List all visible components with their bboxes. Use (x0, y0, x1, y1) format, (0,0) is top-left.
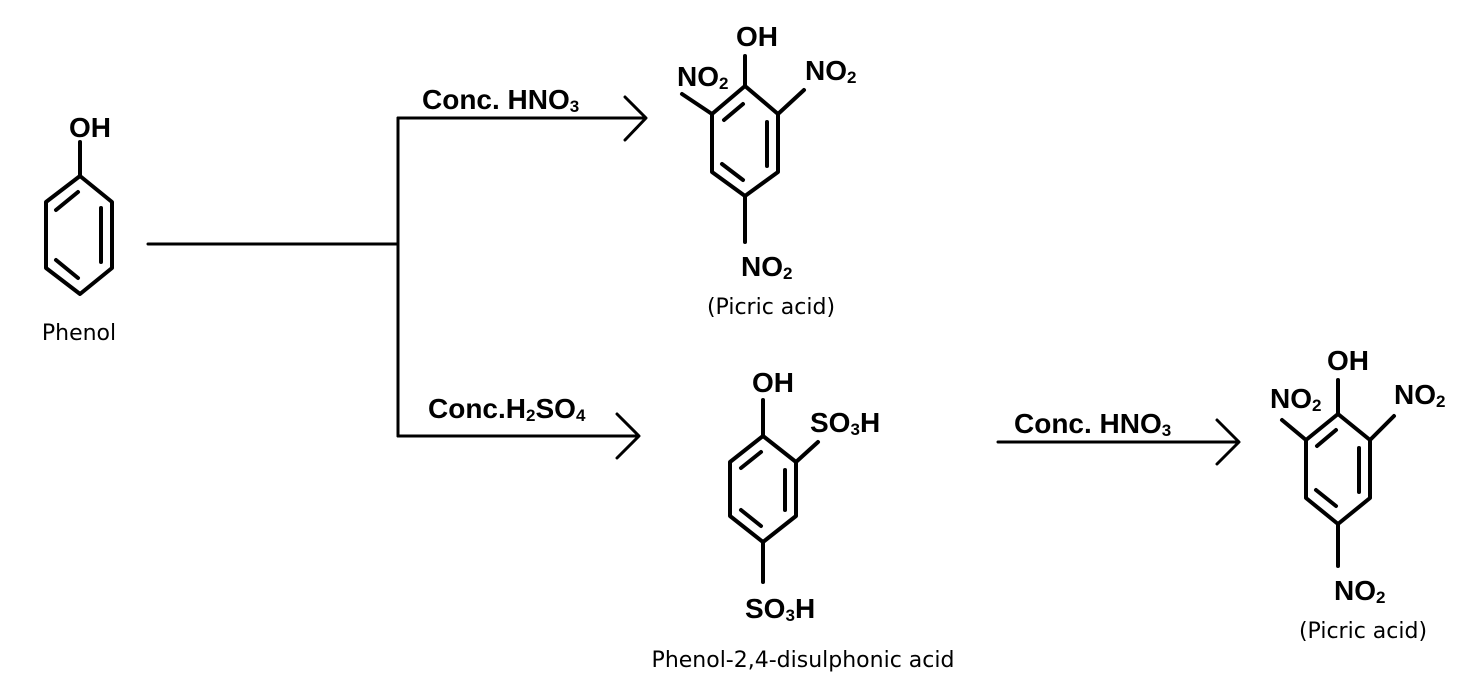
branch-connector (146, 116, 400, 438)
picric-lower-double-bond-1 (1315, 428, 1338, 448)
picric-acid-lower: OH NO2 NO2 NO2 (Picric acid) (1270, 345, 1445, 644)
lower-arrow-head (615, 412, 641, 460)
lower-reagent: Conc.H2SO4 (428, 393, 586, 425)
picric-lower-oh-label: OH (1327, 345, 1369, 376)
picric-upper-double-bond-3 (720, 162, 745, 182)
disulphonic-so3h-ortho: SO3H (810, 407, 880, 439)
phenol-double-bond-3 (54, 258, 80, 280)
picric-lower-name: (Picric acid) (1299, 619, 1427, 644)
picric-upper-double-bond-1 (722, 102, 745, 122)
picric-upper-oh-label: OH (736, 21, 778, 52)
lower-arrow: Conc.H2SO4 (396, 393, 641, 460)
phenol-structure: OH Phenol (42, 112, 116, 346)
second-reagent: Conc. HNO3 (1014, 408, 1171, 440)
picric-upper-no2-left: NO2 (677, 61, 728, 93)
disulphonic-double-bond-3 (739, 508, 763, 528)
picric-upper-no2-left-bond (680, 92, 714, 116)
picric-lower-double-bond-3 (1314, 488, 1338, 508)
disulphonic-so3h-ortho-bond (794, 440, 820, 464)
picric-upper-no2-bottom: NO2 (741, 251, 792, 283)
picric-lower-no2-bottom: NO2 (1334, 575, 1385, 607)
phenol-double-bond-1 (54, 190, 80, 212)
upper-arrow: Conc. HNO3 (396, 84, 648, 142)
picric-lower-no2-left-bond (1280, 418, 1308, 442)
upper-reagent: Conc. HNO3 (422, 84, 579, 116)
disulphonic-name: Phenol-2,4-disulphonic acid (652, 648, 955, 673)
second-arrow: Conc. HNO3 (996, 408, 1241, 466)
disulphonic-so3h-para: SO3H (745, 593, 815, 625)
disulphonic-double-bond-1 (739, 450, 763, 470)
picric-lower-no2-right: NO2 (1394, 379, 1445, 411)
phenol-oh-label: OH (69, 112, 111, 143)
disulphonic-acid: OH SO3H SO3H Phenol-2,4-disulphonic acid (652, 367, 955, 673)
picric-acid-upper: OH NO2 NO2 NO2 (Picric acid) (677, 21, 856, 320)
picric-lower-no2-right-bond (1368, 414, 1396, 442)
picric-upper-name: (Picric acid) (707, 295, 835, 320)
picric-upper-no2-right-bond (776, 88, 806, 116)
disulphonic-oh-label: OH (752, 367, 794, 398)
phenol-name: Phenol (42, 321, 116, 346)
upper-arrow-head (623, 95, 648, 142)
second-arrow-head (1215, 418, 1241, 466)
picric-lower-no2-left: NO2 (1270, 383, 1321, 415)
picric-upper-no2-right: NO2 (805, 55, 856, 87)
phenol-ring (44, 174, 114, 296)
